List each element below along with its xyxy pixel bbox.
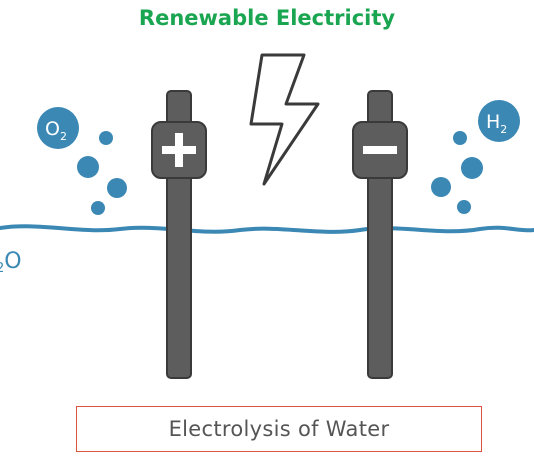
hydrogen-small-bubble (453, 131, 467, 145)
oxygen-bubble (37, 107, 79, 149)
oxygen-subscript: 2 (60, 130, 67, 143)
oxygen-small-bubble (91, 201, 105, 215)
diagram-title: Renewable Electricity (138, 6, 396, 30)
oxygen-small-bubble (107, 178, 127, 198)
hydrogen-bubble (478, 100, 520, 142)
svg-text:H2: H2 (486, 111, 507, 136)
water-label: 2O (0, 249, 22, 276)
caption-box: Electrolysis of Water (76, 406, 482, 452)
hydrogen-small-bubble (457, 200, 471, 214)
oxygen-small-bubble (77, 156, 99, 178)
water-subscript: 2 (0, 261, 4, 276)
hydrogen-subscript: 2 (500, 123, 507, 136)
lightning-bolt-icon (249, 53, 320, 186)
plus-icon (162, 133, 196, 167)
hydrogen-small-bubble (461, 157, 483, 179)
oxygen-symbol: O (45, 118, 60, 140)
oxygen-small-bubble (99, 131, 113, 145)
caption-label: Electrolysis of Water (168, 417, 390, 441)
minus-icon (363, 146, 397, 154)
hydrogen-symbol: H (486, 111, 500, 133)
cathode-electrode (352, 90, 408, 379)
water-surface-line (0, 224, 534, 234)
svg-text:O2: O2 (45, 118, 67, 143)
hydrogen-molecule: H2 (478, 100, 520, 142)
water-symbol: O (4, 249, 21, 274)
hydrogen-small-bubble (431, 177, 451, 197)
oxygen-molecule: O2 (37, 107, 79, 149)
anode-electrode (151, 90, 207, 379)
